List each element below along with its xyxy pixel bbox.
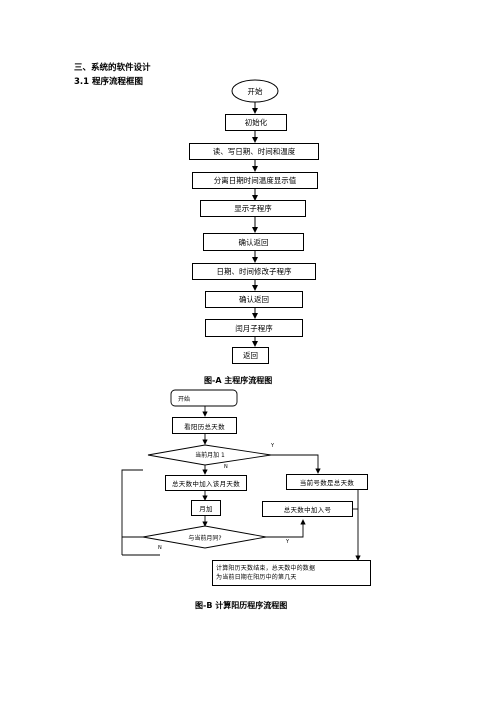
read-days-box: 看阳历总天数 [172, 417, 237, 434]
add-day-box: 总天数中加入号 [262, 501, 353, 517]
init-box: 初始化 [225, 114, 287, 131]
yes-label-2: Y [286, 539, 290, 545]
caption-a: 图-A 主程序流程图 [204, 376, 273, 385]
add-month-days-box: 总天数中加入该月天数 [165, 475, 247, 491]
confirm-return-box-2: 确认返回 [205, 291, 303, 308]
no-label-2: N [158, 545, 162, 551]
datetime-modify-box: 日期、时间修改子程序 [192, 263, 316, 280]
decision-month-text: 当前月加 1 [195, 452, 225, 459]
end-text-line-1: 计算阳历天数结束，总天数中的数据 [216, 565, 316, 572]
confirm-return-box-1: 确认返回 [203, 233, 304, 251]
display-sub-box: 显示子程序 [200, 200, 306, 217]
read-write-box: 读、写日期、时间和温度 [189, 143, 319, 160]
end-box: 计算阳历天数结束，总天数中的数据 为当前日期在阳历中的第几天 [212, 560, 371, 586]
caption-b: 图-B 计算阳历程序流程图 [195, 601, 288, 610]
subsection-heading: 3.1 程序流程框图 [74, 77, 144, 87]
yes-label: Y [271, 443, 275, 449]
start-terminal-b: 开始 [178, 395, 191, 403]
decision-equal-text: 与当前月同? [188, 535, 222, 542]
separate-values-box: 分离日期时间温度显示值 [192, 172, 318, 189]
decision-month-shape [147, 444, 272, 466]
no-label: N [224, 464, 228, 470]
start-terminal: 开始 [247, 86, 263, 96]
month-add-box: 月加 [191, 500, 221, 516]
section-heading: 三、系统的软件设计 [74, 63, 151, 73]
return-box: 返回 [232, 347, 269, 364]
current-day-box: 当前号数是总天数 [286, 474, 368, 490]
end-text-line-2: 为当前日期在阳历中的第几天 [216, 574, 297, 581]
decision-equal-shape [142, 525, 267, 549]
leap-month-box: 闰月子程序 [205, 319, 303, 337]
